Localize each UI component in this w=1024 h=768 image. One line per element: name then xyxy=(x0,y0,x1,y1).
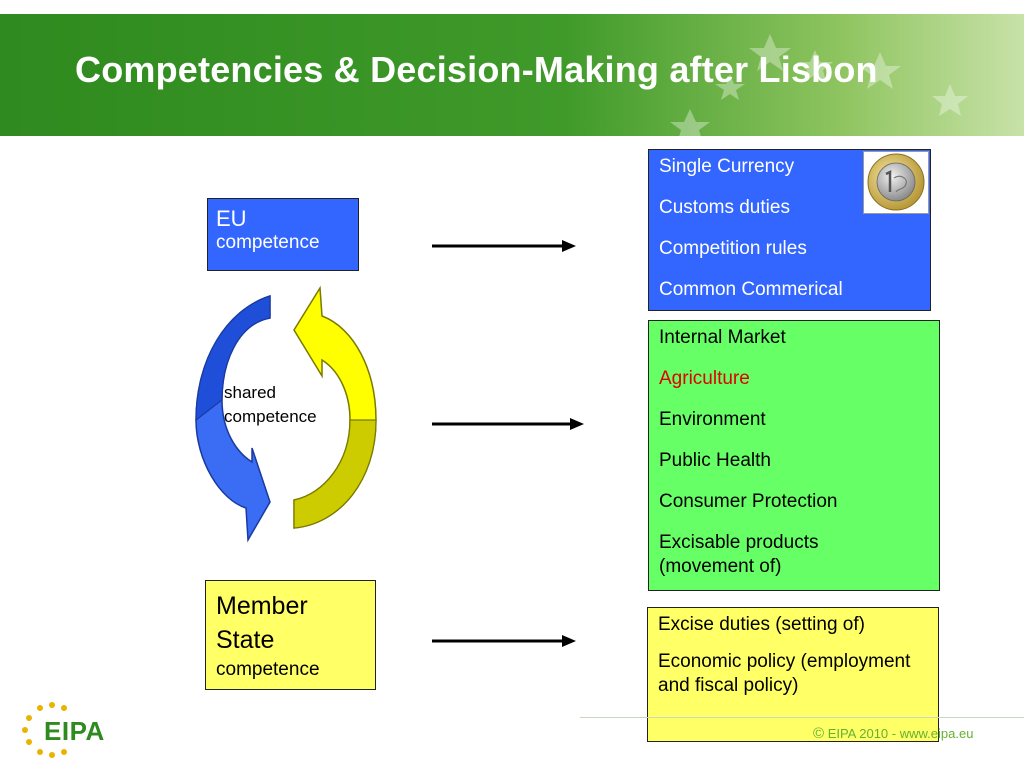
header-stars-decoration xyxy=(670,34,968,136)
list-item: Environment xyxy=(659,409,766,430)
eu-competence-line2: competence xyxy=(216,232,320,253)
member-state-competence-list: Excise duties (setting of) Economic poli… xyxy=(647,607,939,742)
eipa-logo-stars-icon xyxy=(22,702,67,758)
eu-competence-line1: EU xyxy=(216,206,247,231)
shared-competence-line2: competence xyxy=(224,407,317,426)
list-item: Excise duties (setting of) xyxy=(658,614,865,635)
list-item: Excisable products (movement of) xyxy=(659,532,819,577)
list-item: Consumer Protection xyxy=(659,491,838,512)
list-item: Common Commerical xyxy=(659,279,843,300)
list-item: Internal Market xyxy=(659,327,786,348)
arrow-to-shared-list-icon xyxy=(432,418,584,430)
list-item: Economic policy (employment and fiscal p… xyxy=(658,651,911,696)
member-state-line1: Member xyxy=(216,592,308,620)
footer-divider xyxy=(580,717,1024,718)
list-item: Single Currency xyxy=(659,156,795,177)
eu-competence-box: EU competence xyxy=(207,198,359,271)
list-item: Customs duties xyxy=(659,197,790,218)
list-item-highlighted: Agriculture xyxy=(659,368,750,389)
shared-competence-list: Internal Market Agriculture Environment … xyxy=(648,320,940,591)
slide-header: Competencies & Decision-Making after Lis… xyxy=(0,14,1024,136)
member-state-line2: State xyxy=(216,626,275,654)
arrow-to-member-list-icon xyxy=(432,635,576,647)
member-state-competence-box: Member State competence xyxy=(205,580,376,690)
member-state-line3: competence xyxy=(216,659,320,680)
slide-title: Competencies & Decision-Making after Lis… xyxy=(75,49,878,90)
arrow-to-eu-list-icon xyxy=(432,240,576,252)
list-item: Public Health xyxy=(659,450,771,471)
cycle-arrows-icon xyxy=(195,285,377,543)
list-item: Competition rules xyxy=(659,238,807,259)
copyright-notice: © EIPA 2010 - www.eipa.eu xyxy=(813,725,973,742)
eipa-logo-text: EIPA xyxy=(44,716,105,746)
shared-competence-line1: shared xyxy=(224,383,276,402)
shared-competence-label: shared competence xyxy=(224,381,364,429)
copyright-text: EIPA 2010 - www.eipa.eu xyxy=(827,726,974,741)
euro-coin-icon xyxy=(863,151,929,214)
copyright-symbol: © xyxy=(813,725,825,742)
